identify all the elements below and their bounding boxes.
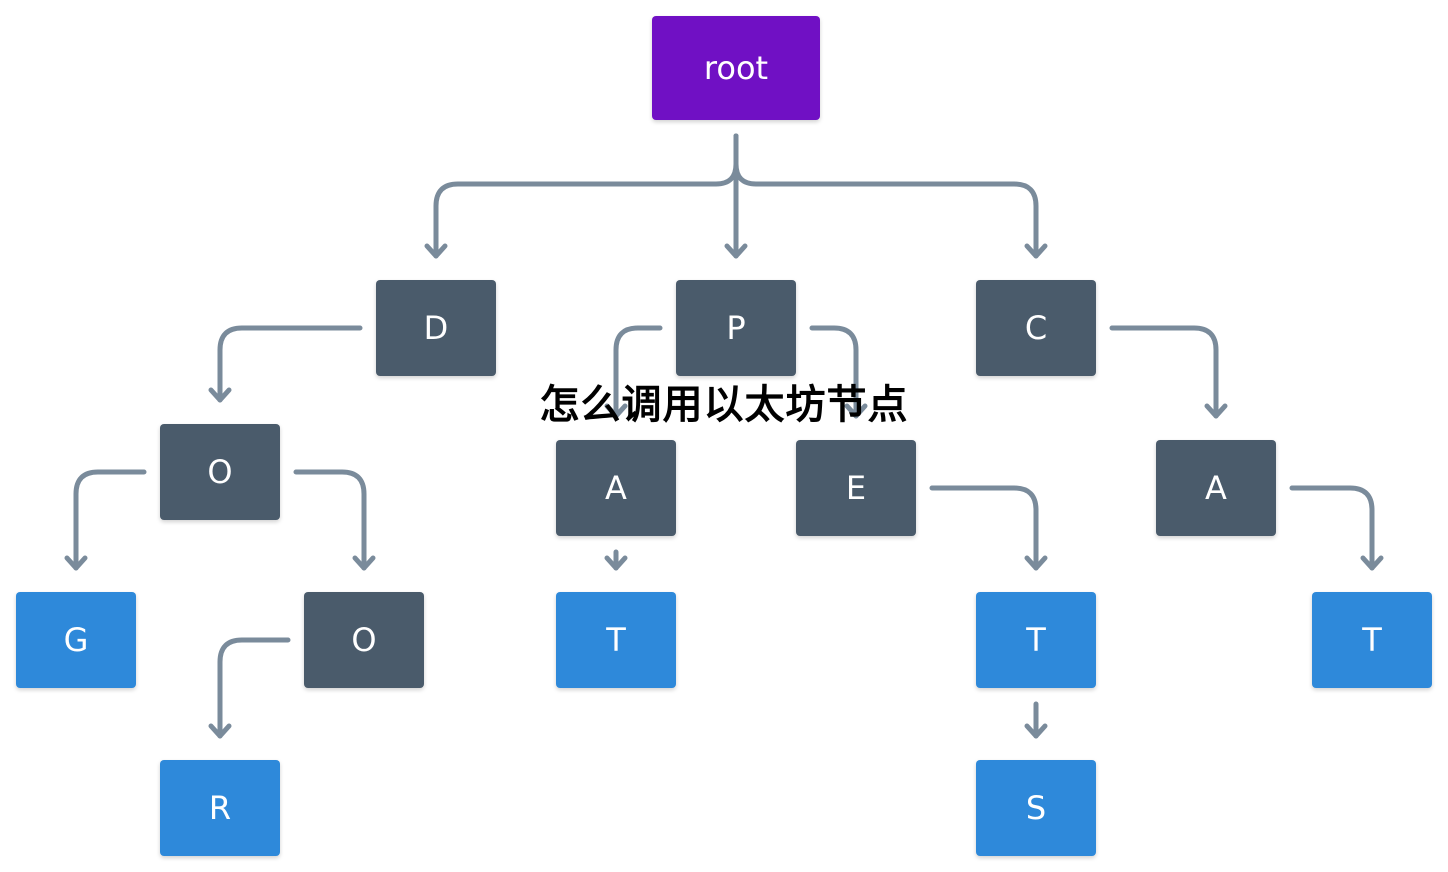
edge-pa-pat: [604, 549, 628, 571]
edge-c-ca: [1109, 325, 1228, 419]
node-door[interactable]: R: [160, 760, 280, 856]
edge-o1-o2: [293, 469, 376, 571]
node-pets[interactable]: S: [976, 760, 1096, 856]
node-pet[interactable]: T: [976, 592, 1096, 688]
edge-root-d: [424, 133, 739, 259]
edge-o2-r: [208, 637, 291, 739]
node-cat[interactable]: T: [1312, 592, 1432, 688]
node-pe[interactable]: E: [796, 440, 916, 536]
node-do[interactable]: O: [160, 424, 280, 520]
edge-p-pe: [809, 325, 868, 419]
node-pat[interactable]: T: [556, 592, 676, 688]
edge-root-c: [733, 133, 1048, 259]
node-c[interactable]: C: [976, 280, 1096, 376]
overlay-title: 怎么调用以太坊节点: [539, 382, 909, 428]
node-dog[interactable]: G: [16, 592, 136, 688]
edge-d-o1: [208, 325, 363, 403]
node-ca[interactable]: A: [1156, 440, 1276, 536]
node-pa[interactable]: A: [556, 440, 676, 536]
edge-o1-g: [64, 469, 147, 571]
node-doo[interactable]: O: [304, 592, 424, 688]
edge-ca-cat: [1289, 485, 1384, 571]
node-root[interactable]: root: [652, 16, 820, 120]
edge-p-pa: [604, 325, 663, 419]
node-d[interactable]: D: [376, 280, 496, 376]
node-p[interactable]: P: [676, 280, 796, 376]
edge-pet-s: [1024, 701, 1048, 739]
edge-pe-pet: [929, 485, 1048, 571]
